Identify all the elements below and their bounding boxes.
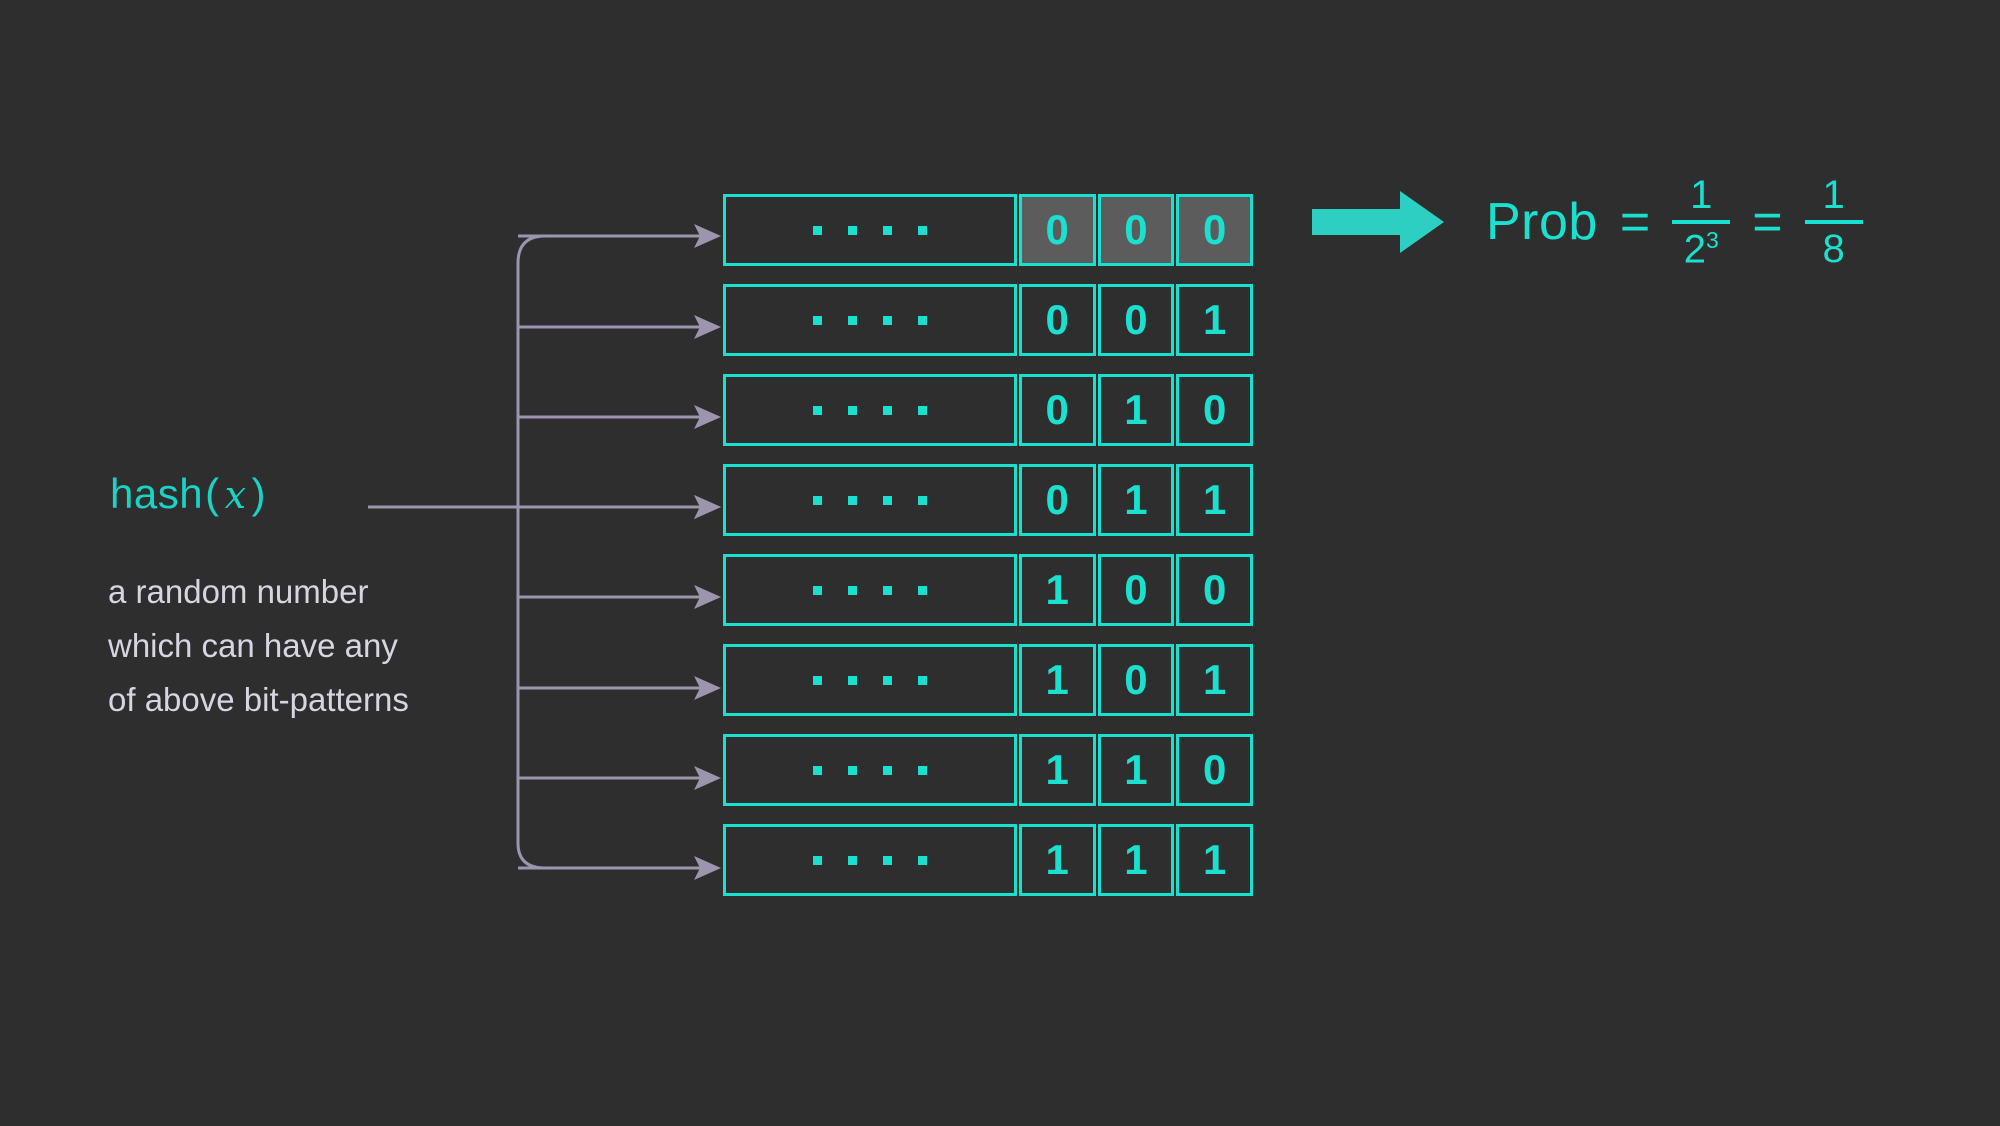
bit-cell: 0 [1018, 194, 1096, 266]
ellipsis-dot-icon [847, 405, 857, 415]
hash-description-text: a random number which can have any of ab… [108, 573, 409, 718]
hash-variable: x [224, 473, 247, 517]
bit-cell: 0 [1176, 374, 1253, 446]
bit-row-prefix-cell [723, 644, 1017, 716]
equals-sign-1: = [1619, 193, 1651, 252]
bit-cell: 0 [1176, 734, 1253, 806]
hash-function-label: hash(x) [110, 470, 268, 518]
ellipsis-dot-icon [882, 495, 892, 505]
bit-cell: 0 [1097, 554, 1175, 626]
hash-function-name: hash [110, 470, 204, 517]
ellipsis-dot-icon [882, 405, 892, 415]
bit-cell: 1 [1018, 734, 1096, 806]
ellipsis-dot-icon [847, 585, 857, 595]
bit-cell: 1 [1097, 374, 1175, 446]
ellipsis-dot-icon [812, 495, 822, 505]
bit-cell: 1 [1176, 284, 1253, 356]
trunk-line [516, 234, 718, 870]
fraction-1-denominator-exponent: 3 [1705, 227, 1719, 253]
ellipsis-dot-icon [847, 225, 857, 235]
bit-row-prefix-cell [723, 284, 1017, 356]
bit-row-prefix-cell [723, 824, 1017, 896]
ellipsis-dot-icon [812, 855, 822, 865]
bit-cell: 0 [1176, 194, 1253, 266]
fraction-one-over-eight: 1 8 [1804, 173, 1863, 272]
bit-row-prefix-cell [723, 194, 1017, 266]
bit-cell: 1 [1097, 464, 1175, 536]
ellipsis-dot-icon [917, 495, 927, 505]
ellipsis-dot-icon [917, 225, 927, 235]
bit-cell: 0 [1097, 194, 1175, 266]
ellipsis-dot-icon [917, 315, 927, 325]
ellipsis-dot-icon [847, 765, 857, 775]
ellipsis-dot-icon [847, 495, 857, 505]
bit-cell: 1 [1018, 554, 1096, 626]
ellipsis-dot-icon [882, 765, 892, 775]
ellipsis-dot-icon [847, 855, 857, 865]
fraction-1-denominator-base: 2 [1683, 227, 1706, 272]
ellipsis-dot-icon [847, 315, 857, 325]
bit-cell: 1 [1176, 824, 1253, 896]
prob-label: Prob [1486, 193, 1598, 252]
probability-formula: Prob = 1 23 = 1 8 [1312, 175, 1863, 269]
ellipsis-dot-icon [812, 405, 822, 415]
bit-cell: 1 [1176, 644, 1253, 716]
ellipsis-dot-icon [882, 225, 892, 235]
hash-close-paren: ) [251, 470, 267, 517]
ellipsis-dot-icon [882, 315, 892, 325]
bit-cell: 1 [1018, 824, 1096, 896]
bit-row-prefix-cell [723, 464, 1017, 536]
bit-cell: 0 [1018, 284, 1096, 356]
ellipsis-dot-icon [917, 585, 927, 595]
ellipsis-dot-icon [847, 675, 857, 685]
bit-cell: 1 [1097, 824, 1175, 896]
bit-cell: 1 [1176, 464, 1253, 536]
fraction-2-denominator: 8 [1822, 227, 1845, 272]
hash-open-paren: ( [205, 470, 220, 517]
ellipsis-dot-icon [882, 675, 892, 685]
ellipsis-dot-icon [882, 855, 892, 865]
fraction-2-numerator: 1 [1822, 173, 1845, 218]
ellipsis-dot-icon [812, 585, 822, 595]
ellipsis-dot-icon [812, 675, 822, 685]
bit-row-prefix-cell [723, 734, 1017, 806]
ellipsis-dot-icon [917, 675, 927, 685]
fraction-1-bar [1672, 220, 1731, 224]
fraction-1-numerator: 1 [1690, 173, 1713, 217]
ellipsis-dot-icon [812, 315, 822, 325]
ellipsis-dot-icon [917, 765, 927, 775]
fraction-one-over-two-cubed: 1 23 [1672, 173, 1731, 272]
right-block-arrow-icon [1312, 191, 1444, 254]
bit-cell: 1 [1097, 734, 1175, 806]
ellipsis-dot-icon [917, 855, 927, 865]
bit-cell: 0 [1176, 554, 1253, 626]
ellipsis-dot-icon [917, 405, 927, 415]
bit-row-prefix-cell [723, 374, 1017, 446]
bit-cell: 1 [1018, 644, 1096, 716]
bit-row-prefix-cell [723, 554, 1017, 626]
bit-cell: 0 [1018, 374, 1096, 446]
ellipsis-dot-icon [812, 225, 822, 235]
bit-cell: 0 [1018, 464, 1096, 536]
ellipsis-dot-icon [812, 765, 822, 775]
fraction-1-denominator: 23 [1683, 224, 1719, 272]
bit-cell: 0 [1097, 284, 1175, 356]
equals-sign-2: = [1752, 193, 1783, 252]
ellipsis-dot-icon [882, 585, 892, 595]
bit-cell: 0 [1097, 644, 1175, 716]
fraction-2-bar [1804, 220, 1863, 225]
